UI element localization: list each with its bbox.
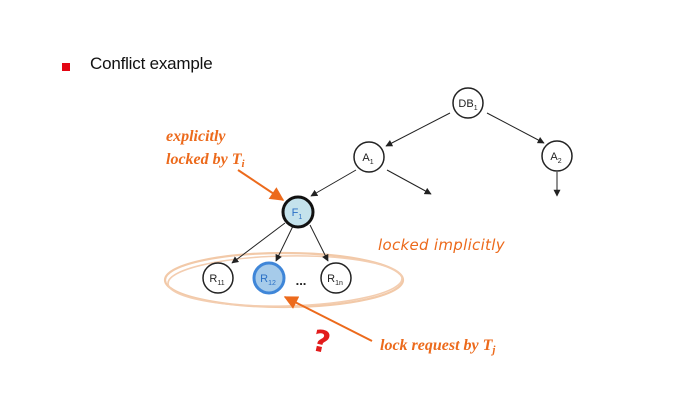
svg-text:A2: A2 [550, 151, 561, 165]
node-a2: A2 [541, 140, 573, 172]
edge-f1-r1n [309, 224, 329, 262]
lock-request-arrow [283, 296, 373, 342]
lock-request-annotation: lock request by Tj [283, 296, 496, 356]
svg-text:DB1: DB1 [458, 98, 477, 112]
sibling-ellipsis: ... [296, 273, 307, 288]
svg-text:A1: A1 [362, 152, 373, 166]
edge-a1-more [386, 169, 432, 195]
edge-f1-r11 [231, 222, 286, 264]
implicit-lock-label: locked implicitly [378, 236, 506, 254]
edge-db1-a2 [486, 112, 545, 144]
svg-text:explicitly: explicitly [166, 128, 226, 145]
tree-edges [231, 112, 561, 264]
conflict-question-mark: ? [309, 323, 333, 361]
edge-f1-r12 [275, 225, 294, 262]
bullet-icon [62, 63, 70, 71]
svg-text:R1n: R1n [327, 273, 343, 287]
explicit-lock-annotation: explicitly locked by Ti [166, 128, 285, 201]
svg-text:F1: F1 [292, 207, 303, 221]
node-db1: DB1 [452, 87, 484, 119]
svg-text:R11: R11 [209, 273, 224, 287]
node-a1: A1 [353, 141, 385, 173]
svg-text:lock request by Tj: lock request by Tj [380, 337, 496, 356]
explicit-lock-arrow [237, 169, 285, 201]
node-r11: R11 [202, 262, 234, 294]
node-f1: F1 [281, 195, 315, 229]
svg-text:R12: R12 [260, 273, 276, 287]
slide-heading: Conflict example [90, 54, 213, 73]
node-r12: R12 [252, 261, 286, 295]
edge-db1-a1 [385, 112, 451, 147]
svg-text:locked by Ti: locked by Ti [166, 151, 246, 170]
edge-a1-f1 [310, 169, 357, 197]
node-r1n: R1n [320, 262, 352, 294]
